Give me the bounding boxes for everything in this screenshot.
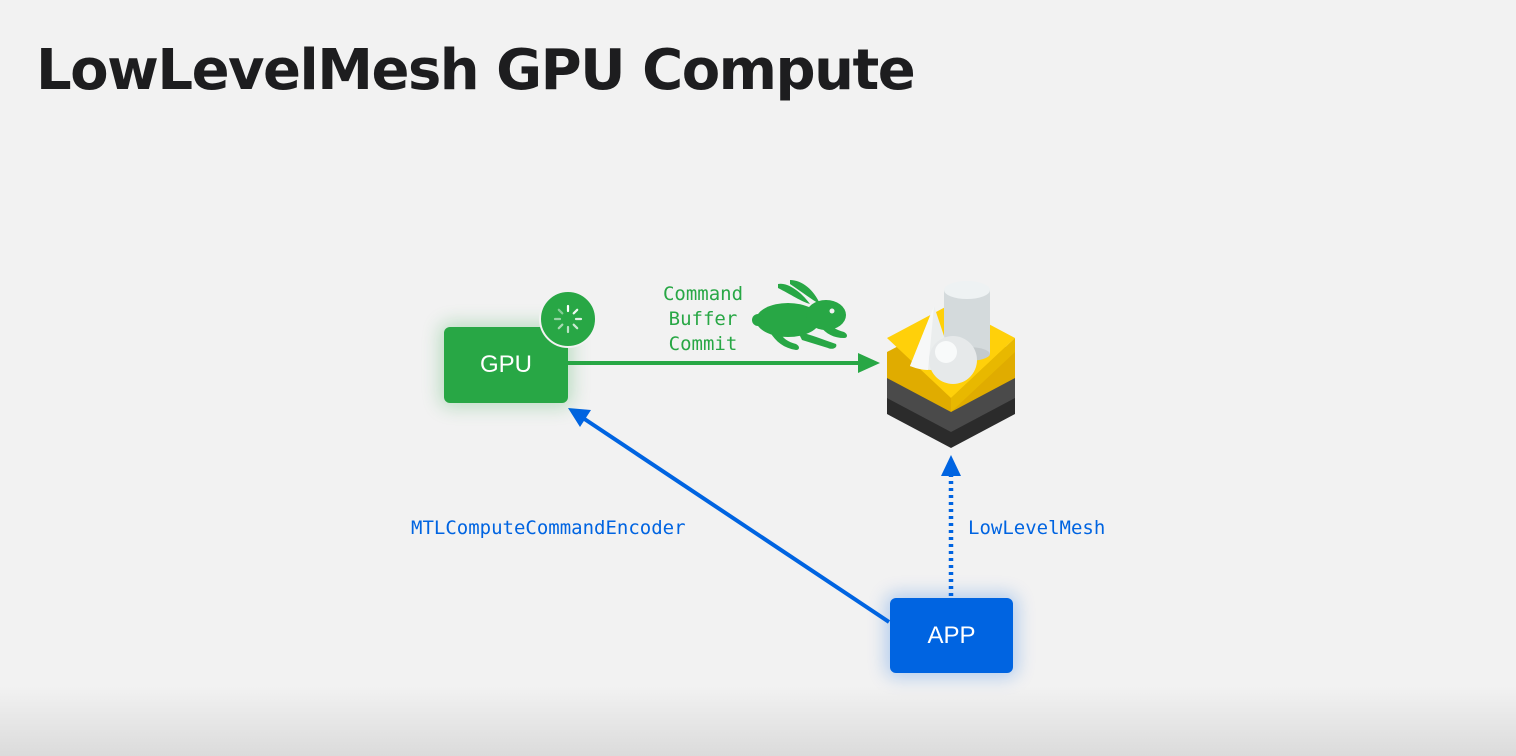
compute-encoder-label: MTLComputeCommandEncoder [411, 517, 686, 539]
command-buffer-commit-line-2: Buffer [668, 308, 738, 330]
gpu-label: GPU [479, 351, 532, 378]
bottom-shadow [0, 686, 1516, 756]
slide-title: LowLevelMesh GPU Compute [36, 38, 916, 103]
lowlevelmesh-arrow [941, 455, 961, 596]
command-buffer-commit-line-1: Command [662, 283, 744, 305]
spinner-icon [539, 290, 597, 348]
rabbit-icon [752, 280, 847, 350]
gpu-node: GPU [444, 327, 568, 403]
command-buffer-commit-label: Command Buffer Commit [645, 282, 761, 357]
app-node: APP [890, 598, 1013, 673]
encoder-arrow [568, 408, 891, 624]
command-buffer-commit-line-3: Commit [668, 333, 738, 355]
commit-arrow [568, 353, 880, 373]
lowlevelmesh-label: LowLevelMesh [968, 517, 1106, 539]
app-label: APP [927, 621, 976, 649]
realitykit-icon [887, 281, 1015, 448]
